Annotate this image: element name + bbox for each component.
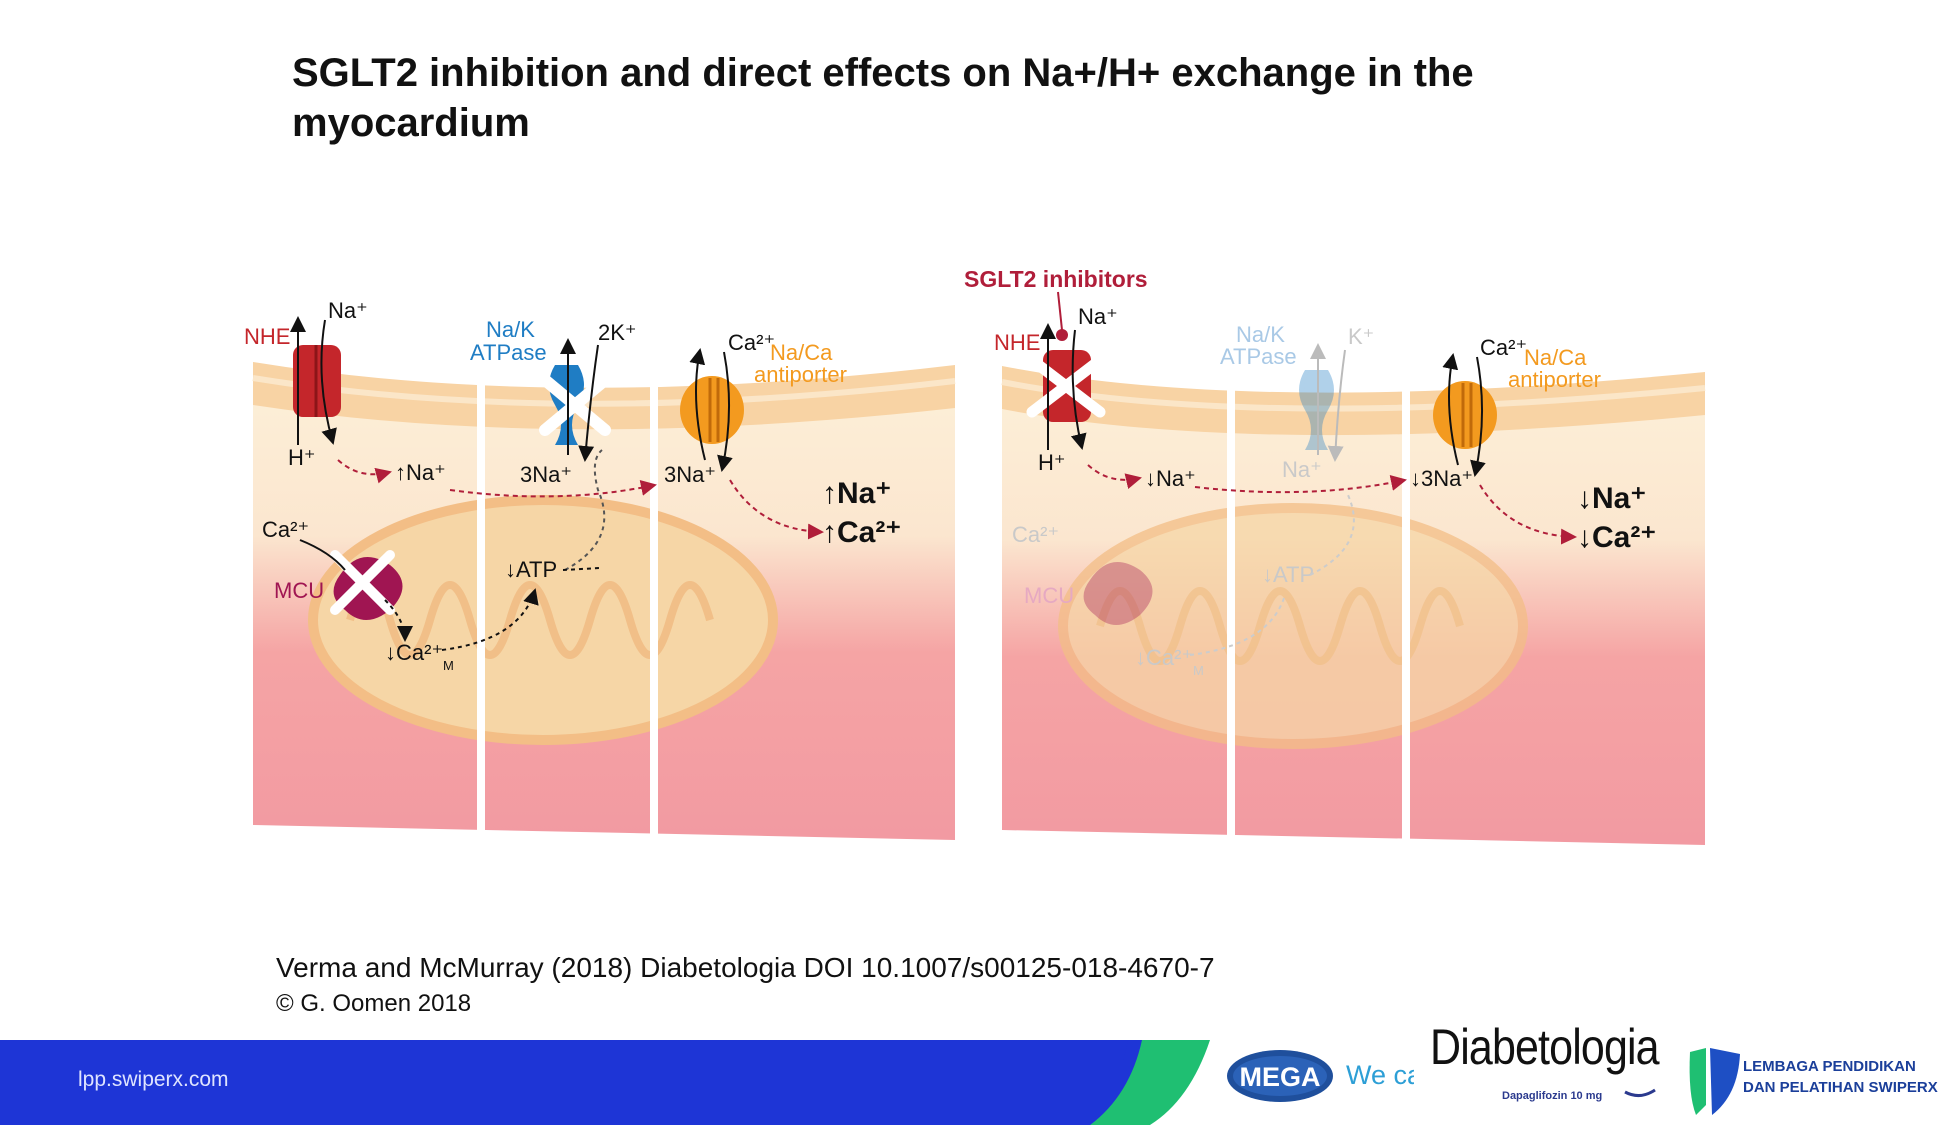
sglt2-inhibitors-label: SGLT2 inhibitors xyxy=(964,266,1148,292)
right-naca-label-2: antiporter xyxy=(1508,367,1601,392)
left-ca-label: Ca²⁺ xyxy=(728,330,775,355)
left-h-plus-label: H⁺ xyxy=(288,445,316,470)
left-nak-label-1: Na/K xyxy=(486,317,535,342)
left-nhe-label: NHE xyxy=(244,324,290,349)
footer-url-link[interactable]: lpp.swiperx.com xyxy=(78,1068,229,1091)
mega-logo[interactable]: MEGA xyxy=(1227,1050,1333,1102)
left-mcu-label: MCU xyxy=(274,578,324,603)
footer-bar: MEGA xyxy=(0,1040,1740,1125)
right-naca-label-1: Na/Ca xyxy=(1524,345,1587,370)
right-m-sub: M xyxy=(1193,663,1204,678)
right-ca-m-label: ↓Ca²⁺ xyxy=(1135,645,1193,670)
left-ca-m-label: ↓Ca²⁺ xyxy=(385,640,443,665)
left-na-plus-label: Na⁺ xyxy=(328,298,368,323)
left-3na-label-b: 3Na⁺ xyxy=(664,462,716,487)
right-na-plus-label: Na⁺ xyxy=(1078,304,1118,329)
right-mcu-label: MCU xyxy=(1024,583,1074,608)
left-membrane xyxy=(253,362,955,430)
right-panel: SGLT2 inhibitors NHE Na⁺ H⁺ ↓Na⁺ Na/K AT… xyxy=(964,266,1706,845)
citation-copyright: © G. Oomen 2018 xyxy=(276,990,472,1017)
left-panel: NHE Na⁺ H⁺ ↑Na⁺ Na/K ATPase 2K⁺ 3Na⁺ Ca²… xyxy=(244,298,956,840)
diabetologia-subtitle: Dapaglifozin 10 mg xyxy=(1502,1090,1603,1102)
right-h-plus-label: H⁺ xyxy=(1038,450,1066,475)
right-membrane xyxy=(1002,366,1705,436)
left-ca-mito-label: Ca²⁺ xyxy=(262,517,309,542)
left-mitochondrion xyxy=(308,495,778,745)
lpp-name-line-2: DAN PELATIHAN SWIPERX xyxy=(1743,1079,1938,1096)
left-naca-label-1: Na/Ca xyxy=(770,340,833,365)
right-k-label: K⁺ xyxy=(1348,324,1374,349)
left-naca-antiporter xyxy=(680,376,744,444)
citation-reference: Verma and McMurray (2018) Diabetologia D… xyxy=(276,952,1215,983)
right-ca-label: Ca²⁺ xyxy=(1480,335,1527,360)
left-3na-label-a: 3Na⁺ xyxy=(520,462,572,487)
right-result-na: ↓Na⁺ xyxy=(1577,482,1646,515)
left-2k-label: 2K⁺ xyxy=(598,320,637,345)
right-nhe-label: NHE xyxy=(994,330,1040,355)
mega-tagline: We ca xyxy=(1346,1060,1414,1090)
lpp-shield-icon xyxy=(1689,1048,1740,1115)
slide-title: SGLT2 inhibition and direct effects on N… xyxy=(292,51,1474,145)
left-result-na: ↑Na⁺ xyxy=(822,477,891,510)
left-up-na-label: ↑Na⁺ xyxy=(395,460,446,485)
right-na-faded-label: Na⁺ xyxy=(1282,457,1322,482)
right-nak-label-1: Na/K xyxy=(1236,322,1285,347)
right-3na-label: ↓3Na⁺ xyxy=(1410,466,1473,491)
right-mitochondrion xyxy=(1058,503,1528,749)
right-nak-label-2: ATPase xyxy=(1220,344,1297,369)
left-result-ca: ↑Ca²⁺ xyxy=(822,516,901,549)
right-naca-antiporter xyxy=(1433,381,1497,449)
right-atp-label: ↓ATP xyxy=(1262,562,1314,587)
left-atp-label: ↓ATP xyxy=(505,557,557,582)
left-nak-label-2: ATPase xyxy=(470,340,547,365)
right-mcu xyxy=(1083,562,1153,625)
left-m-sub: M xyxy=(443,658,454,673)
diabetologia-brand: Diabetologia xyxy=(1430,1019,1660,1075)
right-ca-mito-label: Ca²⁺ xyxy=(1012,522,1059,547)
right-result-ca: ↓Ca²⁺ xyxy=(1577,521,1656,554)
left-naca-label-2: antiporter xyxy=(754,362,847,387)
left-mcu xyxy=(330,550,403,620)
lpp-name-line-1: LEMBAGA PENDIDIKAN xyxy=(1743,1058,1916,1075)
right-down-na-label: ↓Na⁺ xyxy=(1145,466,1196,491)
svg-text:MEGA: MEGA xyxy=(1240,1062,1321,1092)
